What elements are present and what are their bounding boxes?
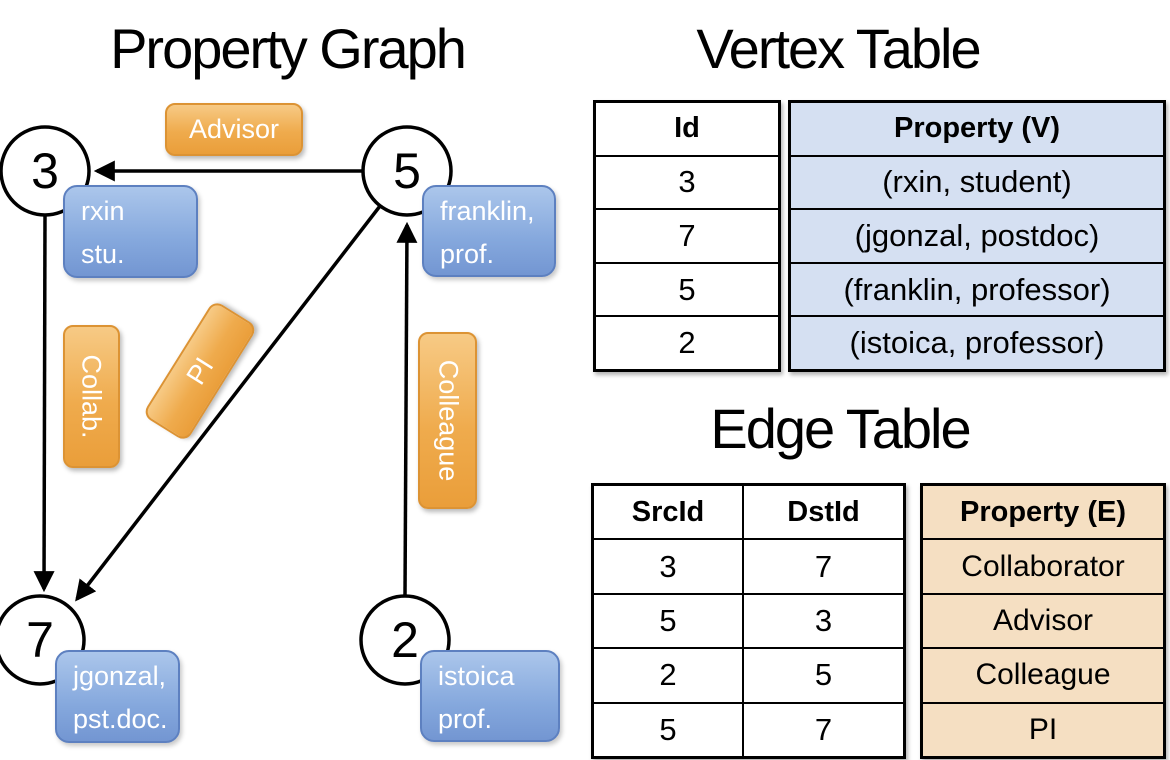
vertex-prop-box-7: jgonzal, pst.doc. (55, 650, 180, 743)
property-graph-title: Property Graph (110, 17, 467, 80)
edge-table-row: 5 7 (594, 701, 903, 757)
edge-colleague-2-to-5 (396, 221, 418, 597)
edge-table-row: 3 7 (594, 538, 903, 593)
edge-table-row: 5 3 (594, 592, 903, 648)
edge-table-src-cell: 3 (659, 548, 677, 584)
vertex-table-id-cell: 2 (596, 315, 778, 369)
edge-table-src-header: SrcId (631, 495, 705, 528)
edge-label-colleague: Colleague (418, 332, 477, 509)
vertex-prop-box-2: istoica prof. (420, 650, 560, 742)
edge-label-pi-text: PI (180, 351, 220, 390)
vertex-table-property-cell: (jgonzal, postdoc) (791, 208, 1163, 262)
vertex-prop-box-5: franklin, prof. (422, 185, 556, 277)
vertex-table-property-cell: (rxin, student) (791, 154, 1163, 209)
edge-table-row: 2 5 (594, 647, 903, 702)
vertex-prop-5-line2: prof. (440, 239, 495, 269)
edge-label-colleague-text: Colleague (433, 359, 463, 482)
vertex-table-property-cell: (istoica, professor) (791, 315, 1163, 369)
vertex-id-7: 7 (26, 612, 54, 668)
vertex-prop-3-line2: stu. (81, 239, 125, 269)
edge-table-ids-columns: SrcId DstId 3 7 5 3 2 5 5 7 (591, 483, 906, 759)
vertex-prop-7-line1: jgonzal, (73, 661, 167, 691)
edge-table-dst-cell: 5 (742, 649, 903, 702)
edge-table-title: Edge Table (710, 397, 971, 460)
vertex-table-property-header: Property (V) (791, 103, 1163, 155)
vertex-table-id-header: Id (674, 112, 700, 145)
vertex-table-id-cell: 3 (596, 154, 778, 209)
edge-table-src-cell: 5 (659, 711, 677, 747)
vertex-prop-3-line1: rxin (81, 196, 125, 226)
edge-collaborator-3-to-7 (33, 214, 55, 593)
edge-label-advisor-text: Advisor (188, 114, 280, 144)
edge-table-src-cell: 2 (659, 657, 677, 693)
edge-table-property-column: Property (E) Collaborator Advisor Collea… (920, 483, 1166, 759)
edge-label-collab-text: Collab. (77, 354, 108, 439)
edge-table-dst-cell: 7 (742, 703, 903, 757)
vertex-table-property-column: Property (V) (rxin, student) (jgonzal, p… (788, 100, 1166, 372)
vertex-prop-5-line1: franklin, (440, 196, 535, 226)
vertex-prop-7-line2: pst.doc. (73, 704, 168, 734)
vertex-id-5: 5 (393, 143, 421, 199)
vertex-table-title: Vertex Table (696, 17, 981, 80)
vertex-table-id-column: Id 3 7 5 2 (593, 100, 781, 372)
vertex-prop-2-line1: istoica (438, 661, 515, 691)
vertex-table-property-cell: (franklin, professor) (791, 261, 1163, 316)
edge-table-src-cell: 5 (659, 603, 677, 639)
vertex-id-2: 2 (391, 612, 419, 668)
edge-table-dst-cell: 7 (742, 540, 903, 593)
edge-table-property-cell: Colleague (923, 647, 1163, 702)
edge-label-advisor: Advisor (165, 103, 303, 156)
edge-pi-5-to-7 (75, 204, 382, 602)
edge-table-property-cell: Collaborator (923, 538, 1163, 593)
edge-table-dst-cell: 3 (742, 594, 903, 648)
vertex-id-3: 3 (31, 143, 59, 199)
edge-table-property-cell: Advisor (923, 592, 1163, 648)
vertex-prop-2-line2: prof. (438, 704, 493, 734)
vertex-prop-box-3: rxin stu. (63, 185, 198, 278)
edge-table-dst-header: DstId (742, 486, 903, 539)
edge-table-header-row: SrcId DstId (594, 486, 903, 539)
vertex-table-id-cell: 7 (596, 208, 778, 262)
vertex-table-id-cell: 5 (596, 261, 778, 316)
edge-table-property-header: Property (E) (923, 486, 1163, 539)
edge-table-property-cell: PI (923, 701, 1163, 757)
edge-label-collab: Collab. (63, 325, 120, 468)
